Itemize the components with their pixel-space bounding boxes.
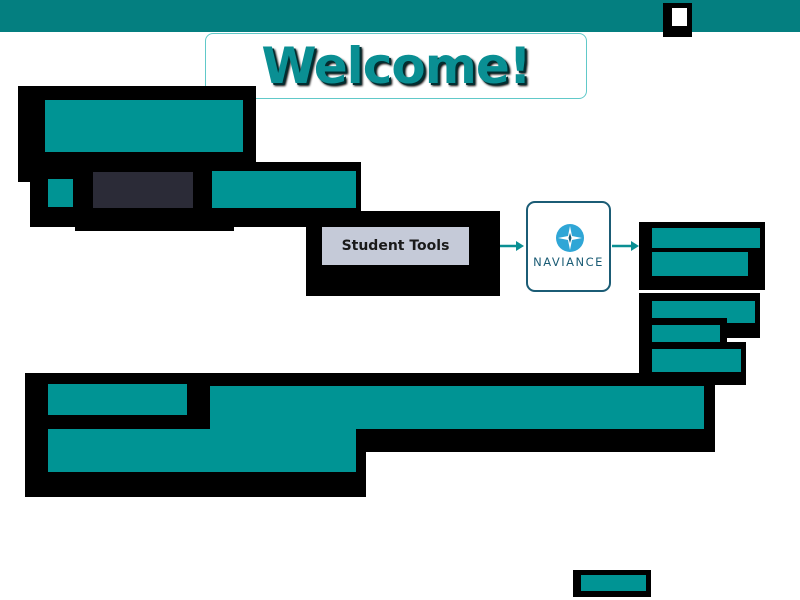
header-square-button[interactable] — [663, 3, 692, 37]
redacted-row-underline — [75, 222, 234, 231]
naviance-logo[interactable]: NAVIANCE — [526, 201, 611, 292]
redacted-label-block — [48, 384, 187, 415]
arrow-right-icon — [500, 241, 524, 251]
redacted-link-block[interactable] — [212, 171, 356, 208]
arrow-right-icon — [612, 241, 639, 251]
compass-star-icon — [556, 224, 584, 252]
naviance-logo-text: NAVIANCE — [533, 255, 604, 269]
header-square-icon — [672, 8, 687, 26]
welcome-banner: Welcome! — [205, 33, 587, 99]
redacted-title-block — [45, 100, 243, 152]
redacted-option-2[interactable] — [652, 252, 748, 276]
redacted-text-block — [48, 429, 356, 472]
redacted-option-4[interactable] — [652, 325, 720, 342]
redacted-option-5[interactable] — [652, 349, 741, 372]
redacted-option-1[interactable] — [652, 228, 760, 248]
redacted-dark-block — [93, 172, 193, 208]
redacted-small-icon-block — [48, 179, 73, 207]
page-title: Welcome! — [261, 37, 531, 95]
redacted-option-3[interactable] — [652, 301, 755, 323]
redacted-footer-button[interactable] — [581, 575, 646, 591]
student-tools-button[interactable]: Student Tools — [322, 227, 469, 265]
redacted-text-block-wide — [210, 386, 704, 429]
